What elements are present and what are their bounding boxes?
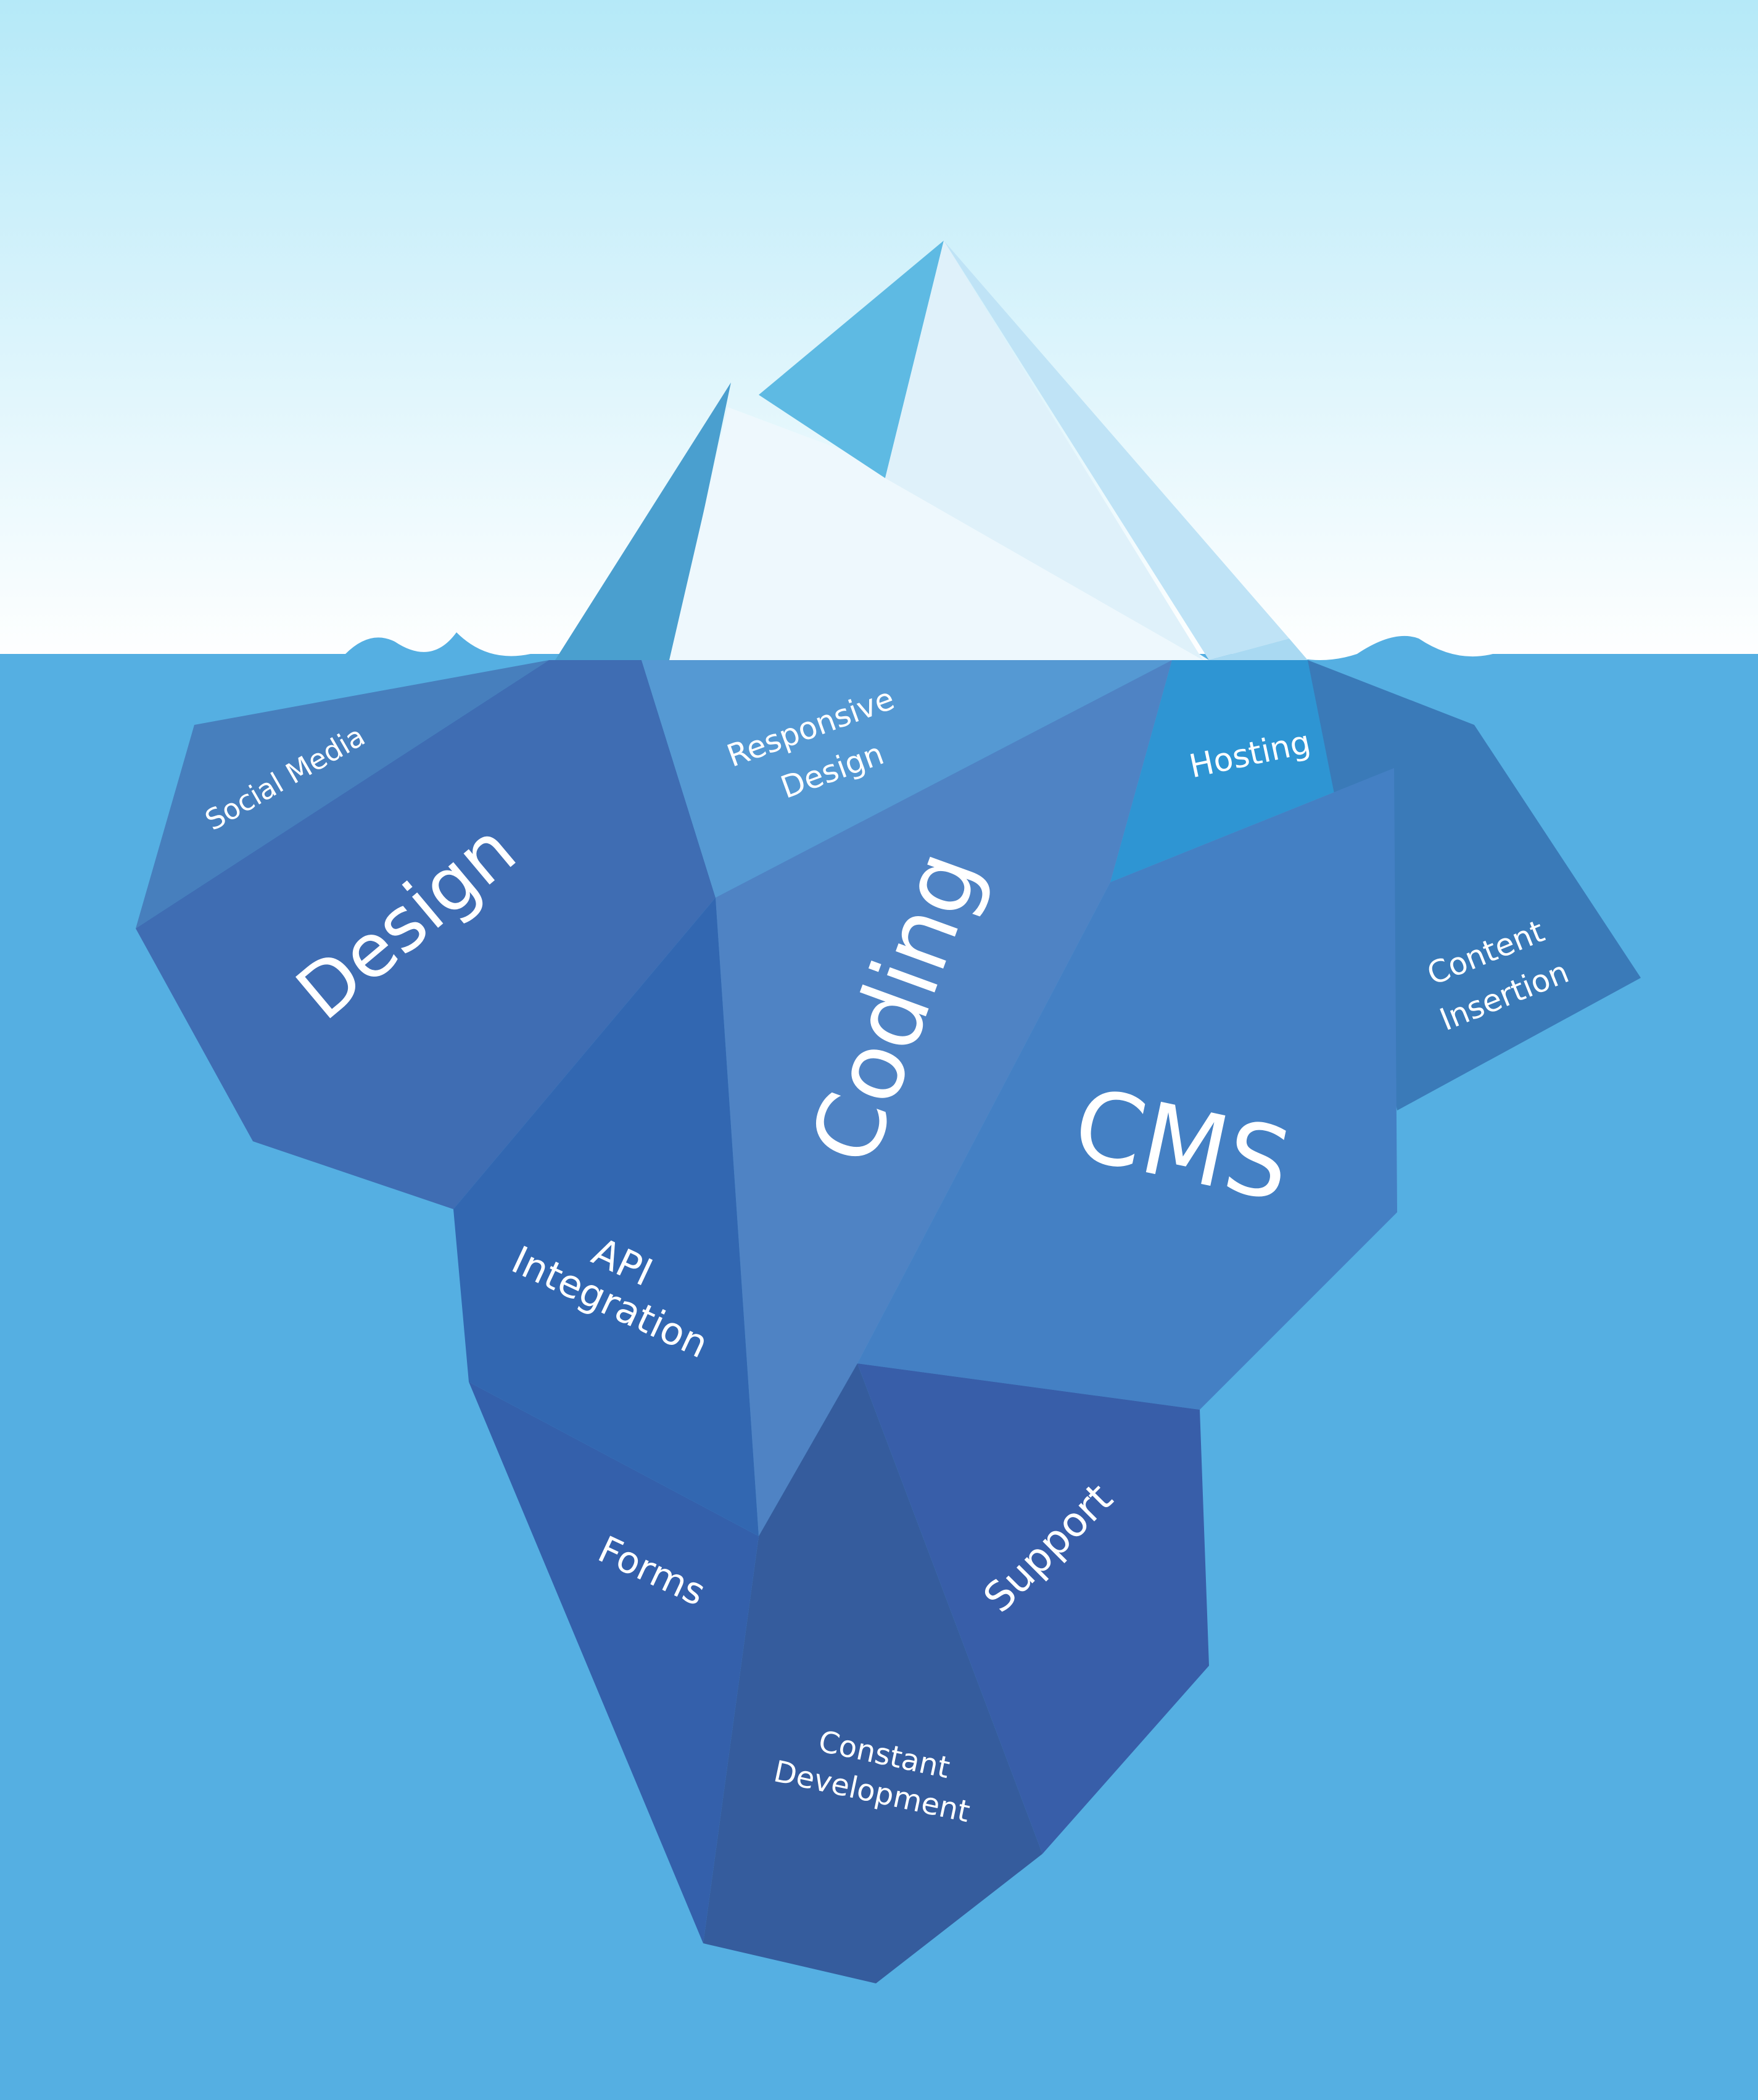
facet-design <box>136 660 716 1209</box>
tip-shadow-face <box>944 241 1289 660</box>
tip-right-face <box>885 241 1203 660</box>
tip-front-face <box>669 407 1209 660</box>
facet-api-integration <box>453 898 759 1536</box>
iceberg-tip <box>555 241 1308 660</box>
facet-constant-development <box>703 1363 1042 1983</box>
tip-blue-wedge <box>759 241 944 478</box>
facet-forms <box>469 1382 759 1943</box>
facet-support <box>857 1363 1209 1854</box>
iceberg-underwater <box>136 660 1641 1983</box>
facet-cms <box>857 768 1397 1410</box>
facet-responsive-design <box>642 660 1172 898</box>
facet-coding <box>716 660 1172 1536</box>
tip-far-right <box>1209 639 1308 660</box>
